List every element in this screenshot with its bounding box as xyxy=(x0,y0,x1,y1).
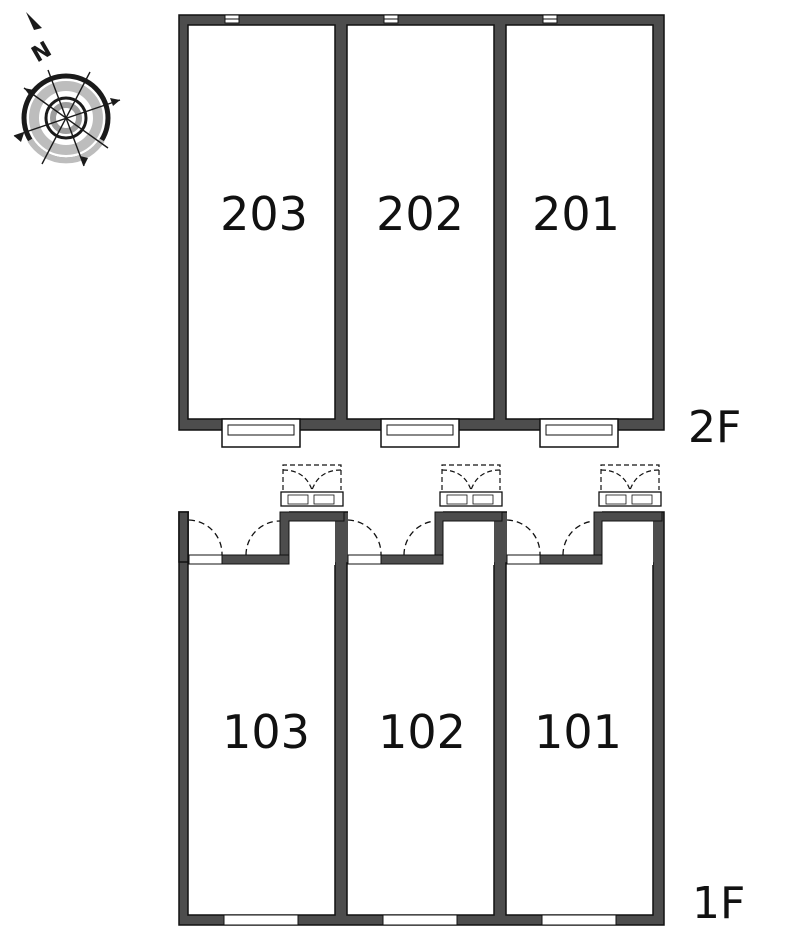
room-203 xyxy=(187,24,336,420)
compass-north-label: N xyxy=(28,37,56,68)
floor-label-1f: 1F xyxy=(692,878,745,929)
door-swing-icon xyxy=(188,519,595,556)
room-202 xyxy=(346,24,495,420)
room-label-203: 203 xyxy=(220,187,308,241)
room-201 xyxy=(505,24,654,420)
room-103 xyxy=(187,562,336,916)
compass-rose-icon: N xyxy=(13,12,121,167)
meter-box-icon xyxy=(280,491,662,507)
meter-door-swing-icon xyxy=(282,464,660,491)
room-label-202: 202 xyxy=(376,187,464,241)
floor-label-2f: 2F xyxy=(688,402,741,453)
room-102 xyxy=(346,562,495,916)
room-label-102: 102 xyxy=(378,705,466,759)
room-label-201: 201 xyxy=(532,187,620,241)
balcony-window xyxy=(221,418,619,448)
room-label-103: 103 xyxy=(222,705,310,759)
room-label-101: 101 xyxy=(534,705,622,759)
vent-icon xyxy=(224,14,558,24)
room-101 xyxy=(505,562,654,916)
lower-floor: 103 102 101 xyxy=(178,464,665,926)
window xyxy=(223,914,617,926)
upper-floor: 203 202 201 xyxy=(178,14,665,448)
